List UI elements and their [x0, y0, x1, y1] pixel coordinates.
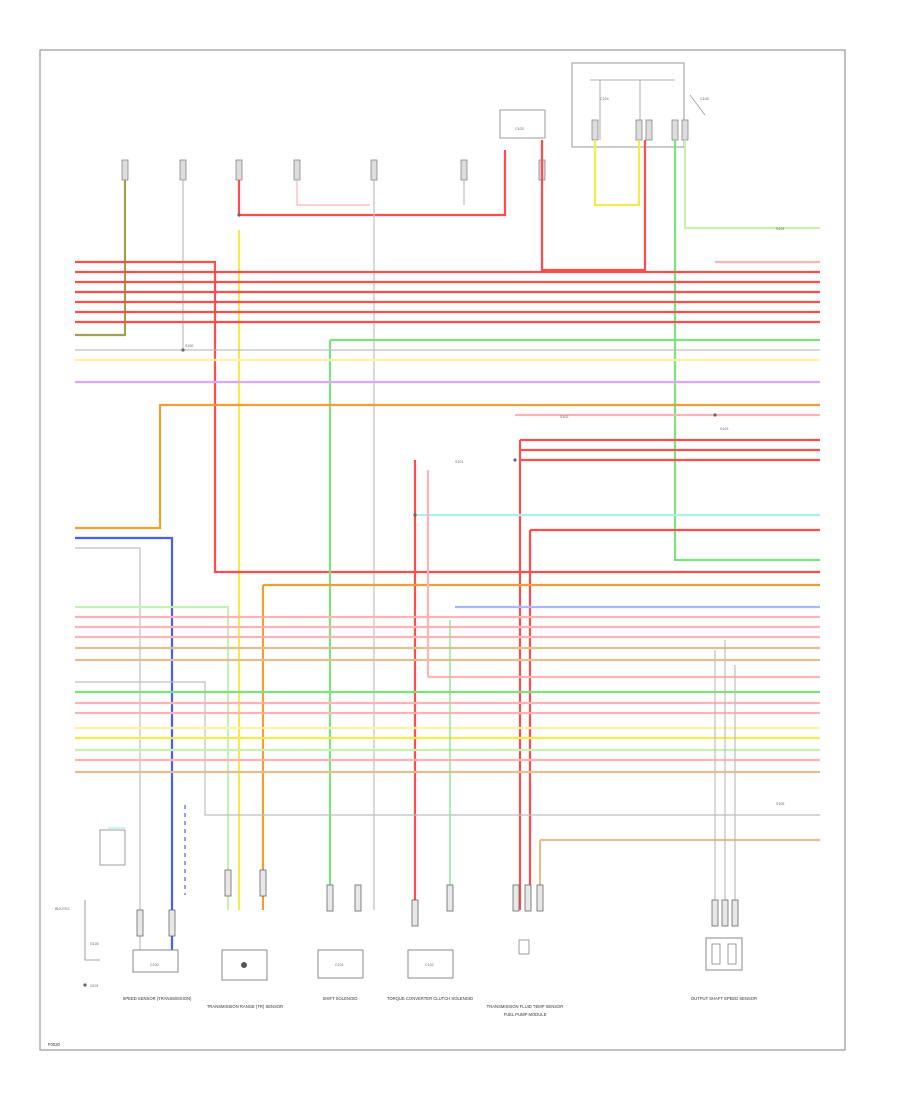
- connector-codes: C100 C101 C102 C103 C104 C105 S100 S101 …: [55, 97, 784, 988]
- caption-speed-sensor: SPEED SENSOR (TRANSMISSION): [123, 996, 192, 1001]
- wire-red-1: [75, 260, 820, 574]
- label-g100: G100: [90, 942, 99, 946]
- splice-s104: S104: [776, 227, 784, 231]
- wire-gray-vert2: [714, 640, 736, 910]
- wire-red-relay: [540, 140, 647, 272]
- bottom-connector-pins: [136, 869, 739, 937]
- wire-blue-left: [75, 536, 174, 950]
- speed-sensor-box: [132, 949, 179, 973]
- diode-box: [99, 829, 126, 866]
- tr-sensor-box: [221, 949, 268, 981]
- caption-tcc-solenoid: TORQUE CONVERTER CLUTCH SOLENOID: [387, 996, 473, 1001]
- splice-s105: S105: [776, 802, 784, 806]
- diagram-border: [39, 49, 846, 1051]
- top-connectors: [121, 62, 706, 181]
- wire-green-bus: [328, 338, 820, 910]
- splice-s102: S102: [560, 415, 568, 419]
- code-c100: C100: [150, 963, 159, 967]
- bottom-captions: SPEED SENSOR (TRANSMISSION) TRANSMISSION…: [123, 996, 758, 1017]
- splice-dots: [181, 213, 717, 517]
- wire-gray-left: [75, 547, 141, 950]
- fuel-pump-symbol: [518, 939, 530, 955]
- wire-pink-5: [426, 470, 820, 679]
- wire-pink-top: [296, 180, 370, 206]
- wire-olive-top: [75, 180, 127, 337]
- code-c104: C104: [600, 97, 609, 101]
- code-c102: C102: [425, 963, 434, 967]
- wire-orange-bus: [75, 403, 820, 530]
- label-blkyel: BLK/YEL: [55, 907, 70, 911]
- caption-tft-sensor: TRANSMISSION FLUID TEMP SENSOR: [487, 1004, 564, 1009]
- wire-lightgreen-1: [75, 605, 230, 910]
- wire-lightgreen-fuse: [683, 140, 820, 230]
- label-g101: G101: [90, 984, 99, 988]
- relay-box: [499, 109, 546, 139]
- oss-sensor-box: [705, 937, 743, 971]
- caption-tr-sensor: TRANSMISSION RANGE (TR) SENSOR: [207, 1004, 283, 1009]
- wire-gray-2: [75, 681, 820, 816]
- caption-oss-sensor: OUTPUT SHAFT SPEED SENSOR: [691, 996, 757, 1001]
- wire-yellow-fuse: [593, 140, 641, 207]
- tr-sensor-dot: [241, 962, 247, 968]
- wire-layer: [75, 140, 820, 950]
- shift-solenoid-box: [317, 949, 364, 979]
- wire-tan-vert: [538, 838, 820, 910]
- caption-shift-solenoid: SHIFT SOLENOID: [323, 996, 358, 1001]
- wire-red-bus4: [518, 440, 820, 910]
- splice-s103: S103: [720, 427, 728, 431]
- code-c101: C101: [335, 963, 344, 967]
- fuse-junction-box: [571, 62, 685, 148]
- bottom-components: [83, 829, 743, 987]
- wire-red-top: [237, 150, 507, 217]
- code-c105: C105: [700, 97, 709, 101]
- ground-switch-1: [84, 900, 100, 961]
- tcc-solenoid-box: [407, 949, 454, 979]
- splice-s101: S101: [455, 460, 463, 464]
- wire-red-bus5: [528, 528, 820, 910]
- wire-green-fuse: [673, 140, 820, 562]
- wire-orange-vert: [261, 583, 820, 910]
- caption-fuel-pump: FUEL PUMP MODULE: [504, 1012, 547, 1017]
- code-c103: C103: [515, 127, 524, 131]
- footer-code: F0020: [48, 1042, 61, 1047]
- splice-s100: S100: [185, 344, 193, 348]
